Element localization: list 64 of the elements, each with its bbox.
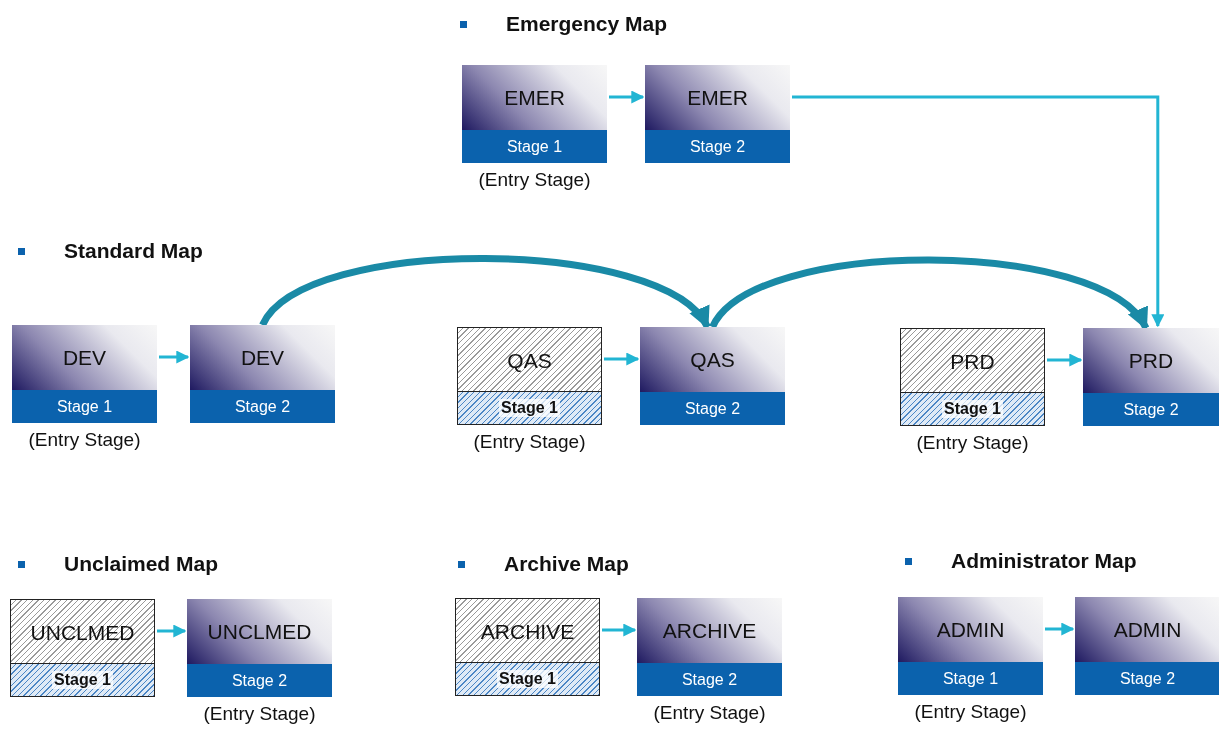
environment-name: QAS (507, 348, 552, 373)
stage-bar: Stage 2 (187, 664, 332, 697)
environment-name: UNCLMED (207, 619, 312, 644)
entry-stage-note: (Entry Stage) (916, 432, 1029, 454)
environment-name: UNCLMED (30, 620, 135, 645)
stage-bar: Stage 1 (456, 662, 599, 695)
arrow (1045, 622, 1075, 636)
environment-name: ADMIN (1113, 617, 1182, 642)
stage-box (10, 599, 155, 697)
arrow (609, 90, 645, 104)
curved-arrow (709, 256, 1149, 331)
environment-name: EMER (687, 85, 748, 110)
entry-stage-note: (Entry Stage) (653, 702, 766, 724)
arrow (1047, 353, 1083, 367)
map-heading: Unclaimed Map (64, 552, 219, 576)
stage-bar: Stage 2 (190, 390, 335, 423)
environment-name: ARCHIVE (662, 618, 757, 643)
stage-bar: Stage 2 (637, 663, 782, 696)
stage-box (645, 65, 790, 163)
stage-box (898, 597, 1043, 695)
arrow (604, 352, 640, 366)
stage-box (1075, 597, 1219, 695)
stage-bar: Stage 1 (901, 392, 1044, 425)
environment-name: ADMIN (936, 617, 1005, 642)
environment-name: ARCHIVE (480, 619, 575, 644)
entry-stage-note: (Entry Stage) (203, 703, 316, 725)
environment-name: EMER (504, 85, 565, 110)
environment-name: PRD (1128, 348, 1174, 373)
stage-box (12, 325, 157, 423)
stage-box (190, 325, 335, 423)
stage-box (637, 598, 782, 696)
stage-bar: Stage 2 (1075, 662, 1219, 695)
entry-stage-note: (Entry Stage) (28, 429, 141, 451)
entry-stage-note: (Entry Stage) (473, 431, 586, 453)
stage-bar: Stage 1 (458, 391, 601, 424)
stage-box (455, 598, 600, 696)
stage-box (187, 599, 332, 697)
arrow (602, 623, 637, 637)
map-heading: Standard Map (64, 239, 203, 263)
map-heading: Emergency Map (506, 12, 668, 36)
stage-box (900, 328, 1045, 426)
arrow (792, 95, 1165, 328)
stage-bar: Stage 1 (11, 663, 154, 696)
arrow (159, 350, 190, 364)
stage-bar: Stage 2 (645, 130, 790, 163)
stage-bar: Stage 2 (640, 392, 785, 425)
stage-box (462, 65, 607, 163)
environment-name: DEV (240, 345, 285, 370)
entry-stage-note: (Entry Stage) (478, 169, 591, 191)
stage-bar: Stage 2 (1083, 393, 1219, 426)
stage-bar: Stage 1 (12, 390, 157, 423)
arrow (157, 624, 187, 638)
stage-box (1083, 328, 1219, 426)
stage-box (640, 327, 785, 425)
entry-stage-note: (Entry Stage) (914, 701, 1027, 723)
environment-name: QAS (690, 347, 735, 372)
stage-bar: Stage 1 (462, 130, 607, 163)
map-heading: Administrator Map (951, 549, 1137, 573)
map-heading: Archive Map (504, 552, 629, 576)
curved-arrow (259, 255, 711, 330)
stage-bar: Stage 1 (898, 662, 1043, 695)
environment-name: DEV (62, 345, 107, 370)
environment-name: PRD (950, 349, 995, 374)
stage-box (457, 327, 602, 425)
